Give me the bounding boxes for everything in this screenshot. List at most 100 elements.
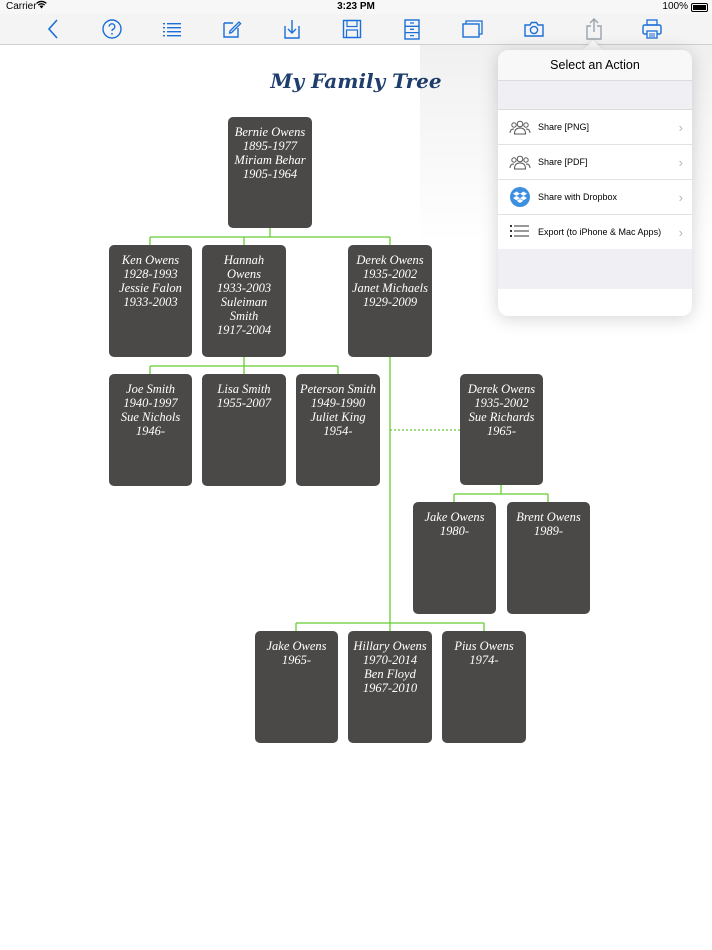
node-line: Jake Owens [266, 639, 327, 653]
node-line: 1933-2003 [123, 295, 178, 309]
share-dropbox-button[interactable]: Share with Dropbox › [498, 179, 692, 214]
edit-icon[interactable] [220, 17, 244, 41]
popover-spacer [498, 81, 692, 109]
person-node-hannah-owens[interactable]: Hannah Owens 1933-2003 Suleiman Smith 19… [202, 245, 286, 357]
node-line: Jake Owens [424, 510, 485, 524]
battery-percent: 100% [662, 1, 688, 12]
node-line: Joe Smith [126, 382, 175, 396]
chevron-right-icon: › [678, 225, 683, 240]
node-line: 1955-2007 [216, 396, 272, 410]
action-label: Export (to iPhone & Mac Apps) [538, 227, 662, 237]
tree-connectors [149, 227, 549, 631]
carrier-label: Carrier [6, 1, 37, 12]
node-line: Brent Owens [516, 510, 581, 524]
node-line: Lisa Smith [217, 382, 271, 396]
share-png-button[interactable]: Share [PNG] › [498, 109, 692, 144]
node-line: 1940-1997 [123, 396, 178, 410]
person-node-peterson-smith[interactable]: Peterson Smith 1949-1990 Juliet King 195… [296, 374, 380, 486]
clock-label: 3:23 PM [337, 1, 375, 12]
people-icon [508, 150, 532, 174]
node-line: 1929-2009 [362, 295, 418, 309]
battery-icon [691, 3, 708, 12]
share-icon[interactable] [582, 17, 606, 41]
wifi-icon [36, 0, 47, 12]
node-line: 1905-1964 [242, 167, 298, 181]
list-icon[interactable] [160, 17, 184, 41]
node-line: 1954- [323, 424, 353, 438]
node-line: Smith [229, 309, 259, 323]
node-line: Hannah [223, 253, 265, 267]
node-line: Jessie Falon [119, 281, 182, 295]
person-node-jake-owens-2[interactable]: Jake Owens 1965- [255, 631, 338, 743]
save-icon[interactable] [340, 17, 364, 41]
file-cabinet-icon[interactable] [400, 17, 424, 41]
person-node-bernie-owens[interactable]: Bernie Owens 1895-1977 Miriam Behar 1905… [228, 117, 312, 228]
node-line: 1970-2014 [362, 653, 418, 667]
camera-icon[interactable] [522, 17, 546, 41]
node-line: Janet Michaels [351, 281, 428, 295]
node-line: 1989- [533, 524, 564, 538]
node-line: 1965- [486, 424, 517, 438]
windows-icon[interactable] [460, 17, 484, 41]
action-popover: Select an Action Share [PNG] › Share [PD… [498, 50, 692, 316]
node-line: Ken Owens [121, 253, 180, 267]
node-line: 1946- [135, 424, 166, 438]
node-line: 1980- [439, 524, 470, 538]
popover-footer [498, 289, 692, 316]
download-icon[interactable] [280, 17, 304, 41]
action-label: Share [PDF] [538, 157, 588, 167]
node-line: 1935-2002 [474, 396, 529, 410]
popover-spacer [498, 249, 692, 289]
node-line: 1933-2003 [216, 281, 272, 295]
status-bar: Carrier 3:23 PM 100% [0, 0, 712, 14]
node-line: Derek Owens [467, 382, 536, 396]
print-icon[interactable] [640, 17, 664, 41]
node-line: Bernie Owens [234, 125, 306, 139]
dropbox-icon [508, 185, 532, 209]
node-line: Peterson Smith [299, 382, 377, 396]
node-line: Pius Owens [454, 639, 514, 653]
person-node-lisa-smith[interactable]: Lisa Smith 1955-2007 [202, 374, 286, 486]
node-line: 1895-1977 [242, 139, 298, 153]
node-line: Ben Floyd [364, 667, 416, 681]
toolbar [0, 14, 712, 45]
person-node-joe-smith[interactable]: Joe Smith 1940-1997 Sue Nichols 1946- [109, 374, 192, 486]
back-chevron-icon[interactable] [42, 17, 66, 41]
node-line: 1935-2002 [362, 267, 418, 281]
person-node-brent-owens[interactable]: Brent Owens 1989- [507, 502, 590, 614]
node-line: Sue Richards [468, 410, 535, 424]
node-line: Hillary Owens [353, 639, 427, 653]
person-node-derek-owens[interactable]: Derek Owens 1935-2002 Janet Michaels 192… [348, 245, 432, 357]
action-label: Share with Dropbox [538, 192, 618, 202]
action-label: Share [PNG] [538, 122, 590, 132]
node-line: 1949-1990 [310, 396, 366, 410]
person-node-ken-owens[interactable]: Ken Owens 1928-1993 Jessie Falon 1933-20… [109, 245, 192, 357]
page-title: My Family Tree [270, 69, 442, 93]
chevron-right-icon: › [678, 155, 683, 170]
node-line: Juliet King [310, 410, 366, 424]
export-apps-button[interactable]: Export (to iPhone & Mac Apps) › [498, 214, 692, 249]
node-line: 1917-2004 [216, 323, 272, 337]
node-line: 1965- [281, 653, 312, 667]
node-line: 1928-1993 [123, 267, 178, 281]
node-line: Suleiman [220, 295, 268, 309]
person-node-jake-owens[interactable]: Jake Owens 1980- [413, 502, 496, 614]
help-icon[interactable] [100, 17, 124, 41]
node-line: 1974- [469, 653, 499, 667]
chevron-right-icon: › [678, 190, 683, 205]
node-line: 1967-2010 [362, 681, 418, 695]
popover-title: Select an Action [498, 50, 692, 81]
chevron-right-icon: › [678, 120, 683, 135]
person-node-pius-owens[interactable]: Pius Owens 1974- [442, 631, 526, 743]
share-pdf-button[interactable]: Share [PDF] › [498, 144, 692, 179]
node-line: Miriam Behar [234, 153, 306, 167]
node-line: Owens [226, 267, 262, 281]
node-line: Sue Nichols [120, 410, 181, 424]
people-icon [508, 115, 532, 139]
node-line: Derek Owens [356, 253, 424, 267]
list-icon [508, 220, 532, 244]
action-list: Share [PNG] › Share [PDF] › Share with D… [498, 109, 692, 249]
person-node-derek-owens-2[interactable]: Derek Owens 1935-2002 Sue Richards 1965- [460, 374, 543, 485]
person-node-hillary-owens[interactable]: Hillary Owens 1970-2014 Ben Floyd 1967-2… [348, 631, 432, 743]
